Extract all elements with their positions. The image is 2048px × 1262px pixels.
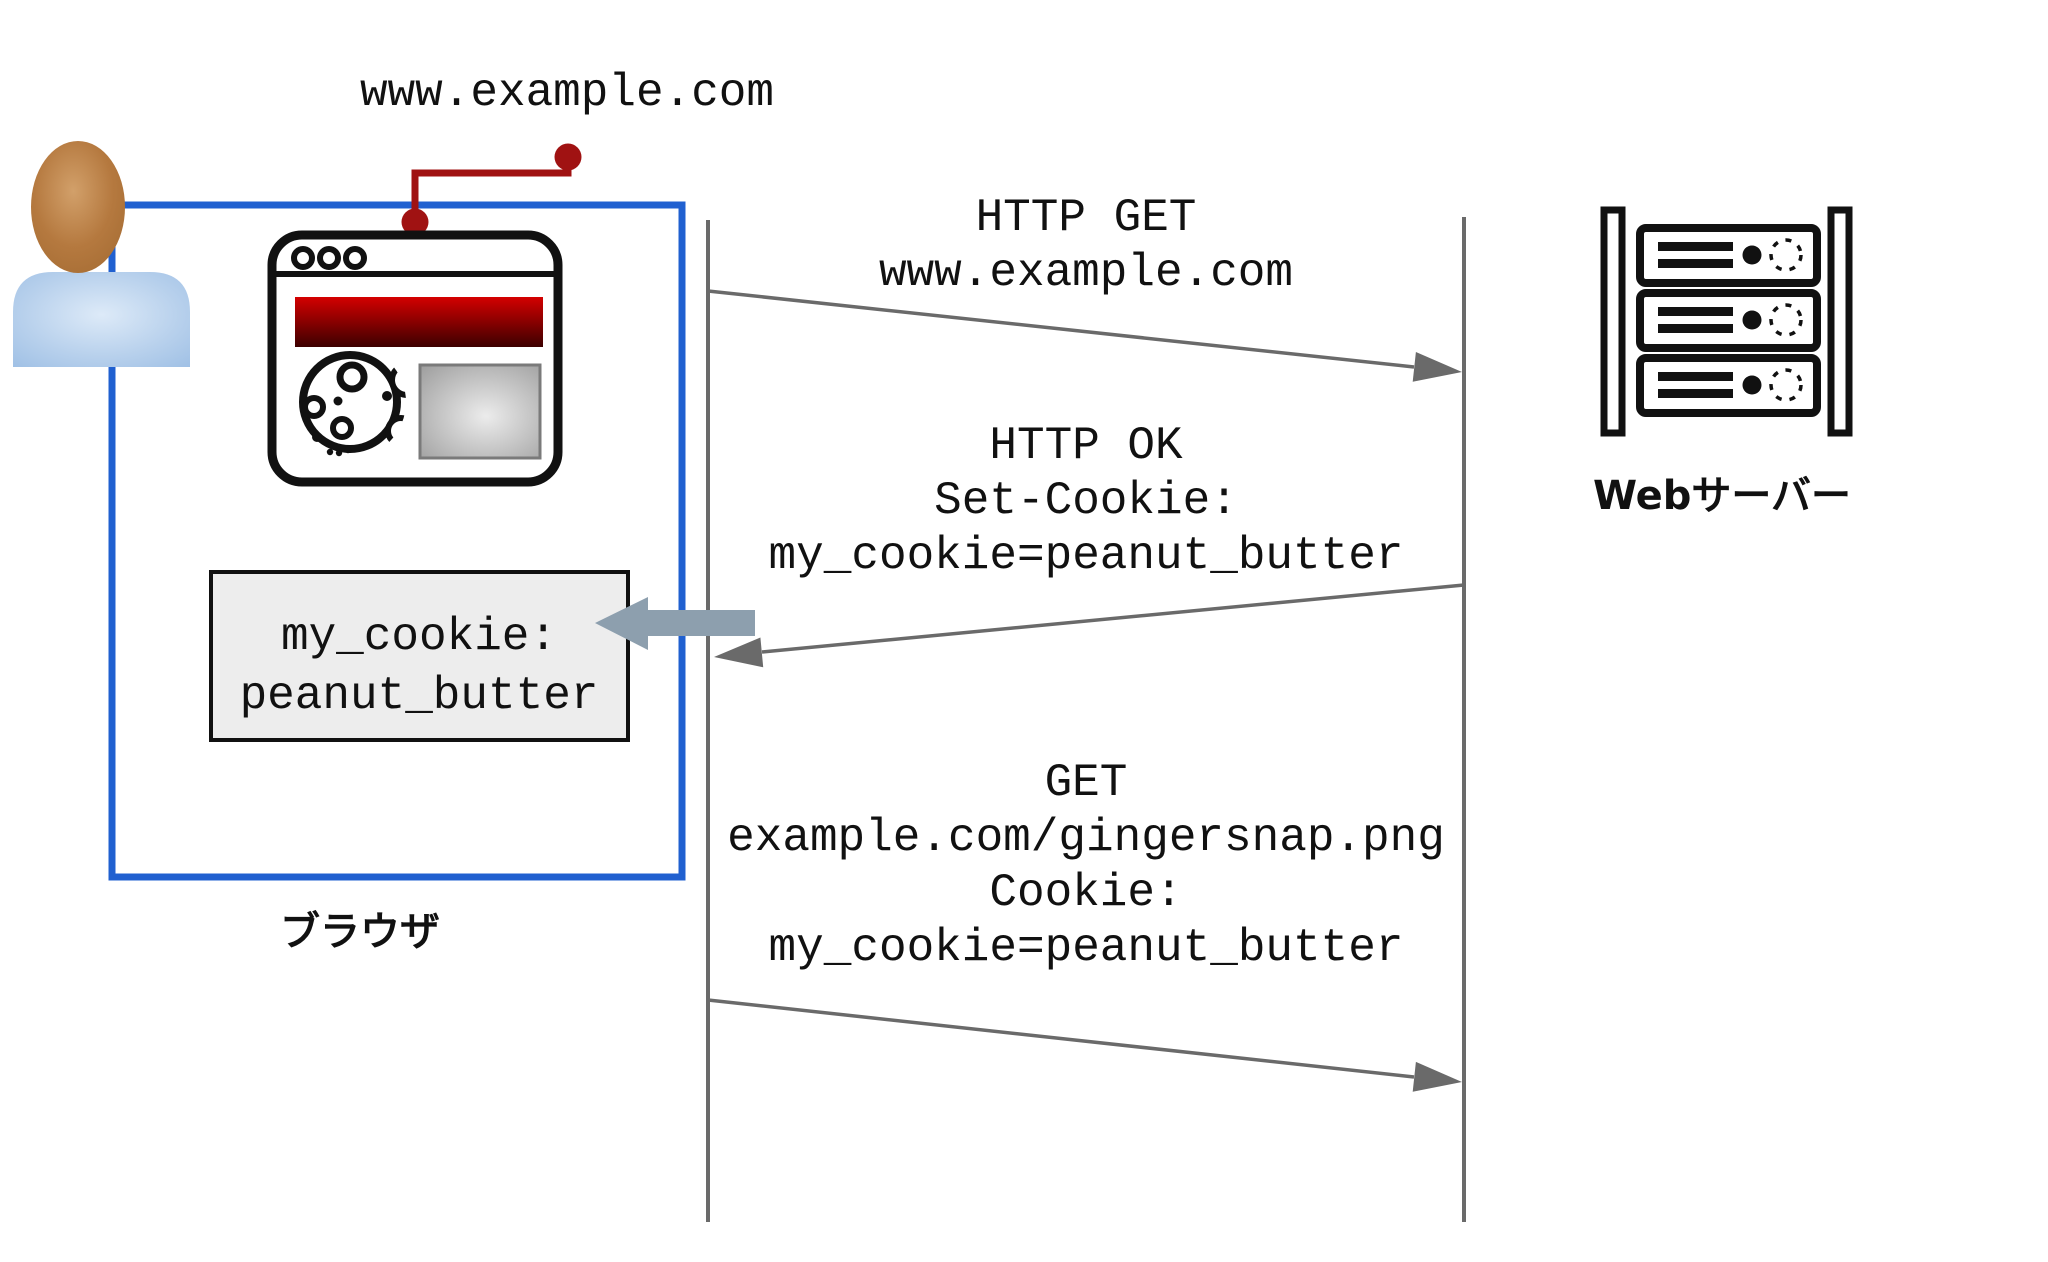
message-1-line-2: www.example.com: [879, 247, 1293, 299]
browser-label: ブラウザ: [280, 909, 440, 955]
server-rack-post-left: [1600, 206, 1626, 437]
message-1-line-1: HTTP GET: [976, 192, 1197, 244]
red-connector: [401, 143, 582, 236]
message-1-arrow-line: [707, 289, 1415, 369]
cookie-store-line2: peanut_butter: [240, 670, 599, 722]
browser-window-icon: [267, 230, 563, 487]
window-red-banner: [295, 297, 543, 347]
message-get-image: GET example.com/gingersnap.png Cookie: m…: [707, 757, 1462, 1092]
server-unit-2: [1636, 289, 1821, 352]
message-3-line-1: GET: [1045, 757, 1128, 809]
message-3-line-3: Cookie:: [989, 867, 1182, 919]
message-2-line-3: my_cookie=peanut_butter: [769, 530, 1404, 582]
avatar-body: [13, 272, 190, 367]
message-http-get: HTTP GET www.example.com: [707, 192, 1462, 382]
message-3-line-4: my_cookie=peanut_butter: [769, 922, 1404, 974]
message-http-ok: HTTP OK Set-Cookie: my_cookie=peanut_but…: [714, 420, 1465, 668]
red-connector-dot-top: [554, 143, 582, 171]
message-3-arrow-line: [707, 998, 1415, 1079]
message-2-arrowhead: [714, 637, 764, 668]
server-icon: [1600, 206, 1853, 437]
message-1-arrowhead: [1412, 352, 1462, 382]
message-3-arrowhead: [1412, 1061, 1462, 1092]
message-2-line-2: Set-Cookie:: [934, 475, 1238, 527]
server-unit-1: [1636, 224, 1821, 287]
window-titlebar-dots: [291, 246, 367, 270]
cookie-store-box: my_cookie: peanut_butter: [209, 570, 630, 742]
message-2-line-1: HTTP OK: [989, 420, 1183, 472]
store-arrow-icon: [595, 597, 755, 650]
url-label: www.example.com: [360, 67, 774, 119]
server-rack-post-right: [1827, 206, 1853, 437]
cookie-store-line1: my_cookie:: [281, 611, 557, 663]
server-label: Webサーバー: [1593, 473, 1851, 519]
red-connector-dot-bottom: [401, 208, 429, 236]
user-avatar: [13, 141, 190, 367]
browser-box: [108, 201, 686, 881]
message-2-arrow-line: [761, 583, 1465, 654]
server-unit-3: [1636, 354, 1821, 417]
image-placeholder: [418, 363, 542, 460]
avatar-head: [31, 141, 125, 273]
red-connector-line: [411, 160, 572, 224]
message-3-line-2: example.com/gingersnap.png: [727, 812, 1445, 864]
